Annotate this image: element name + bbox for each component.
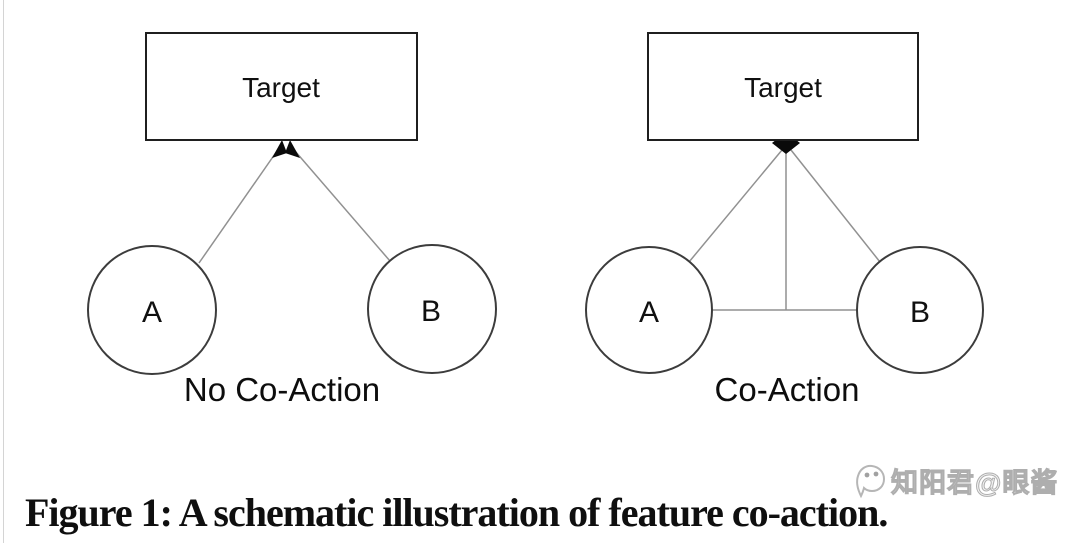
watermark-text: 知阳君@眼酱 (890, 467, 1059, 498)
arrowhead-a-icon (272, 140, 287, 158)
no-co-action-diagram: Target A B No Co-Action (87, 32, 497, 408)
right-node-a-label: A (639, 296, 659, 329)
edge-a-to-target-right (688, 149, 783, 263)
co-action-label: Co-Action (715, 371, 860, 408)
left-edge-divider (3, 0, 4, 543)
right-target-box (647, 32, 919, 141)
left-target-label: Target (242, 72, 320, 103)
edge-b-to-target-right (790, 149, 881, 263)
right-node-b-circle (856, 246, 984, 374)
edge-a-to-target (198, 150, 278, 264)
no-co-action-label: No Co-Action (184, 371, 380, 408)
watermark: 知阳君@眼酱 (852, 458, 1058, 502)
edge-b-to-target (294, 150, 391, 262)
left-node-a-label: A (142, 296, 162, 329)
arrowhead-b-icon (285, 140, 300, 158)
left-target-box (145, 32, 418, 141)
co-action-diagram-right: Target A B Co-Action (585, 32, 984, 408)
co-action-diagram: Target A B No Co-Action Target A B (87, 32, 984, 408)
right-target-label: Target (744, 72, 822, 103)
figure-caption: Figure 1: A schematic illustration of fe… (25, 490, 888, 535)
left-node-b-label: B (421, 295, 441, 328)
right-node-b-label: B (910, 296, 930, 329)
left-node-a-circle (87, 245, 217, 375)
left-node-b-circle (367, 244, 497, 374)
right-node-a-circle (585, 246, 713, 374)
ghost-face-icon (856, 464, 886, 499)
